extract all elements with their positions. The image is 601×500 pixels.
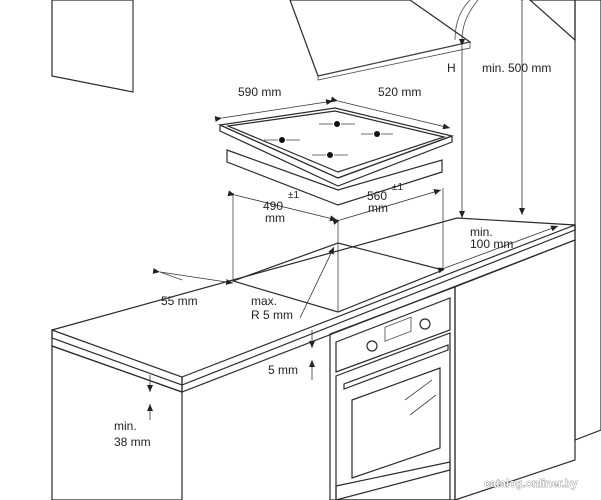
oven-display: [384, 316, 412, 342]
oven-housing: [329, 286, 456, 500]
upper-cabinet: [51, 0, 134, 93]
dim-ext-front-margin: [159, 271, 183, 281]
oven-knob-left: [366, 340, 378, 352]
dim-line-cutout-width: [332, 189, 442, 225]
burner-front: [312, 152, 348, 158]
dim-line-hob-width: [214, 99, 334, 123]
label-front-margin: 55 mm: [161, 294, 198, 308]
label-thickness-2: 38 mm: [114, 435, 151, 449]
oven-handle: [343, 344, 449, 390]
hood-chimney-curve-2: [461, 0, 479, 41]
hood-chimney-curve: [454, 0, 471, 41]
label-cutout-depth-value: 490: [263, 199, 283, 213]
label-radius-1: max.: [251, 294, 277, 308]
back-wall: [574, 0, 601, 441]
label-cutout-width-value: 560: [367, 189, 387, 203]
oven-door: [335, 332, 451, 500]
oven-drawer: [335, 461, 451, 500]
hood-bottom-edge: [317, 41, 471, 81]
oven-control-panel: [335, 297, 451, 373]
dim-line-hob-depth: [330, 96, 451, 130]
hob-glass: [225, 110, 447, 173]
label-hood-height-h: H: [447, 61, 456, 75]
label-cutout-width-tol: ±1: [392, 182, 403, 193]
label-wall-min-2: 100 mm: [470, 237, 513, 251]
oven-knob-right: [419, 318, 431, 330]
label-hob-depth: 520 mm: [378, 85, 421, 99]
wall-cabinet-right: [529, 0, 576, 42]
label-oven-gap: 5 mm: [268, 363, 298, 377]
radius-leader: [299, 246, 335, 319]
oven-window-reflection: [404, 379, 437, 416]
label-cutout-width-unit: mm: [368, 201, 388, 215]
label-wall-min-1: min.: [470, 225, 493, 239]
extractor-hood: [289, 0, 472, 77]
label-hob-width: 590 mm: [238, 85, 281, 99]
dim-line-front-margin: [152, 267, 234, 285]
burner-back: [319, 121, 355, 127]
countertop-front-right: [181, 224, 576, 393]
label-radius-2: R 5 mm: [251, 308, 293, 322]
burner-front-left: [264, 137, 300, 143]
dim-line-wall-min: [437, 225, 559, 274]
label-thickness-1: min.: [114, 419, 137, 433]
label-cutout-depth-tol: ±1: [288, 190, 299, 201]
label-cutout-depth-unit: mm: [265, 211, 285, 225]
burner-right: [361, 131, 393, 137]
watermark: catalog.onliner.by: [484, 478, 578, 490]
oven-window: [351, 367, 441, 479]
label-hood-min: min. 500 mm: [482, 61, 551, 75]
hob-edge-thickness: [219, 124, 453, 187]
base-cabinet-left: [51, 345, 183, 500]
dim-line-cutout-depth: [227, 190, 338, 222]
